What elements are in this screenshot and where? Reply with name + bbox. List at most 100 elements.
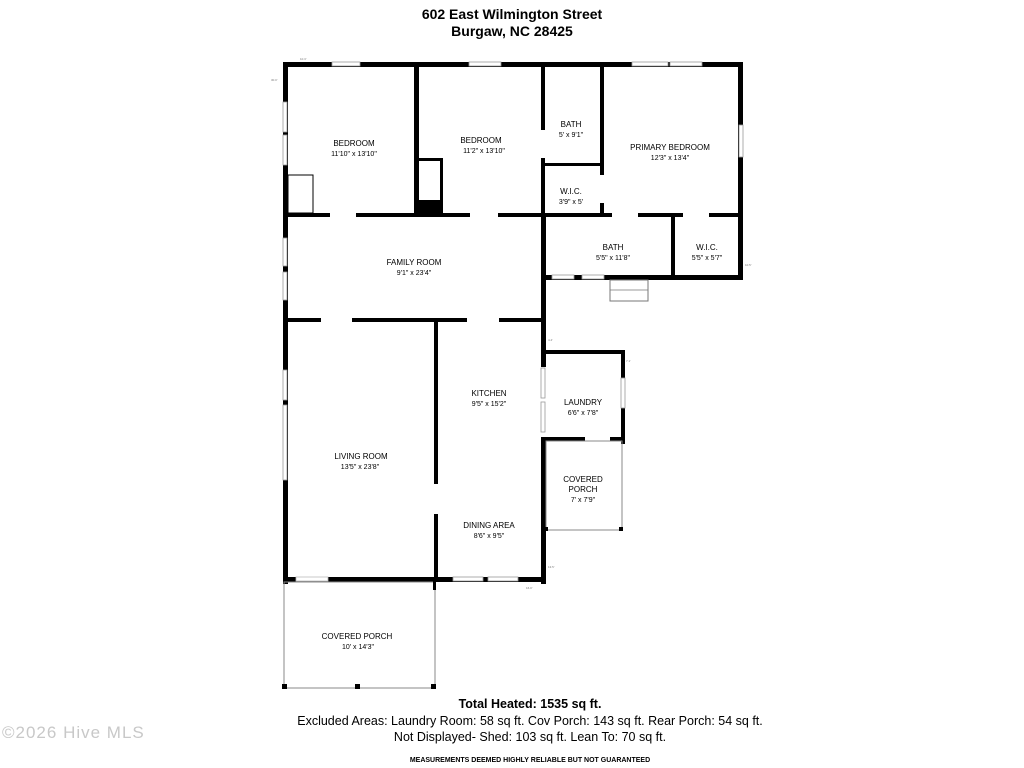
wall-bed1-bed2: [414, 62, 419, 217]
excluded-areas: Excluded Areas: Laundry Room: 58 sq ft. …: [297, 714, 763, 728]
svg-text:10.3': 10.3': [300, 57, 307, 61]
room-dims-wic-2: 5'5" x 5'7": [692, 255, 723, 262]
window: [487, 576, 519, 582]
wall-family-living-2: [352, 318, 467, 322]
window: [551, 274, 575, 280]
closet-bed1: [287, 174, 314, 214]
doorway: [612, 212, 638, 218]
window: [331, 61, 361, 67]
watermark: ©2026 Hive MLS: [2, 723, 145, 742]
doorway: [683, 212, 709, 218]
svg-text:4.4': 4.4': [548, 338, 553, 342]
window: [540, 367, 546, 399]
room-dims-bedroom-2: 11'2" x 13'10": [463, 148, 505, 155]
room-name-primary-bedroom: PRIMARY BEDROOM: [630, 143, 710, 152]
disclaimer: MEASUREMENTS DEEMED HIGHLY RELIABLE BUT …: [409, 757, 651, 764]
closet-wall: [417, 158, 443, 161]
doorway: [330, 212, 356, 218]
wall-bath-primary: [600, 62, 604, 217]
porch-post: [431, 684, 436, 689]
room-dims-wic-1: 3'9" x 5': [559, 199, 583, 206]
wall-top: [283, 62, 743, 67]
wall-living-dining: [434, 514, 438, 580]
window: [282, 369, 288, 401]
room-name-bedroom-2: BEDROOM: [460, 136, 502, 145]
not-displayed: Not Displayed- Shed: 103 sq ft. Lean To:…: [393, 730, 667, 744]
room-dims-kitchen: 9'5" x 15'2": [472, 401, 507, 408]
wall-bath-wic2: [671, 217, 675, 277]
wall-family-living-1: [283, 318, 321, 322]
window: [282, 101, 288, 133]
wall-family-living-3: [499, 318, 545, 322]
svg-text:16.0': 16.0': [526, 586, 533, 590]
window: [631, 61, 669, 67]
window: [282, 271, 288, 301]
room-dims-laundry: 6'6" x 7'8": [568, 410, 599, 417]
room-name-family-room: FAMILY ROOM: [387, 258, 442, 267]
room-name-side-porch-2: PORCH: [569, 485, 598, 494]
wall-laundry-bottom-1: [541, 437, 585, 441]
wall-bath-wic: [541, 163, 601, 166]
svg-text:7.1': 7.1': [626, 359, 631, 363]
svg-text:30.0': 30.0': [271, 78, 278, 82]
room-dims-bedroom-1: 11'10" x 13'10": [331, 151, 377, 158]
svg-text:13.5': 13.5': [548, 565, 555, 569]
floor-plan: 10.3' 30.0' 10.5' 4.4' 13.5' 16.0' 7.1' …: [271, 57, 752, 689]
address-line-2: Burgaw, NC 28425: [451, 23, 573, 39]
wall-rear-bottom: [541, 275, 743, 280]
room-dims-side-porch: 7' x 7'9": [571, 497, 596, 504]
room-name-bedroom-1: BEDROOM: [333, 139, 375, 148]
window: [620, 377, 626, 409]
room-dims-primary-bedroom: 12'3" x 13'4": [651, 155, 690, 162]
window: [452, 576, 484, 582]
room-name-wic-2: W.I.C.: [696, 243, 718, 252]
closet-fill: [417, 200, 443, 214]
window: [738, 124, 744, 158]
room-name-living-room: LIVING ROOM: [334, 452, 388, 461]
wall-laundry-top: [541, 350, 625, 354]
doorway: [599, 175, 605, 203]
total-heated: Total Heated: 1535 sq ft.: [458, 697, 602, 711]
wall-kitchen-right-lower: [541, 440, 546, 584]
porch-post: [355, 684, 360, 689]
wall-kitchen-right-upper: [541, 217, 546, 367]
window: [282, 404, 288, 481]
wall-right: [738, 62, 743, 280]
room-dims-living-room: 13'5" x 23'8": [341, 464, 380, 471]
wall-bedrooms-bottom: [283, 213, 743, 217]
room-dims-bath-2: 5'5" x 11'8": [596, 255, 630, 262]
side-porch-outline: [545, 440, 623, 531]
room-dims-family-room: 9'1" x 23'4": [397, 270, 432, 277]
porch-post: [544, 527, 548, 531]
doorway: [470, 212, 498, 218]
room-name-bath-1: BATH: [561, 120, 582, 129]
wall-laundry-bottom-2: [610, 437, 625, 441]
room-name-dining-area: DINING AREA: [463, 521, 515, 530]
room-dims-bath-1: 5' x 9'1": [559, 132, 584, 139]
window: [282, 237, 288, 267]
room-name-bath-2: BATH: [603, 243, 624, 252]
closet-wall-side: [440, 158, 443, 213]
porch-post: [282, 684, 287, 689]
room-dims-dining-area: 8'6" x 9'5": [474, 533, 505, 540]
wall-bottom: [283, 577, 546, 582]
window: [282, 134, 288, 166]
wall-living-kitchen: [434, 318, 438, 484]
room-name-front-porch: COVERED PORCH: [322, 632, 393, 641]
room-dims-front-porch: 10' x 14'3": [342, 644, 375, 651]
door: [295, 576, 329, 582]
porch-post: [433, 580, 436, 590]
wall-left: [283, 62, 288, 584]
room-name-kitchen: KITCHEN: [471, 389, 506, 398]
address-line-1: 602 East Wilmington Street: [421, 6, 603, 22]
room-name-side-porch-1: COVERED: [563, 475, 603, 484]
window: [468, 61, 502, 67]
window: [581, 274, 605, 280]
svg-text:10.5': 10.5': [745, 263, 752, 267]
room-name-wic-1: W.I.C.: [560, 187, 582, 196]
doorway: [540, 130, 546, 158]
window: [540, 401, 546, 433]
rear-steps: [609, 279, 649, 302]
room-name-laundry: LAUNDRY: [564, 398, 603, 407]
porch-post: [619, 527, 623, 531]
